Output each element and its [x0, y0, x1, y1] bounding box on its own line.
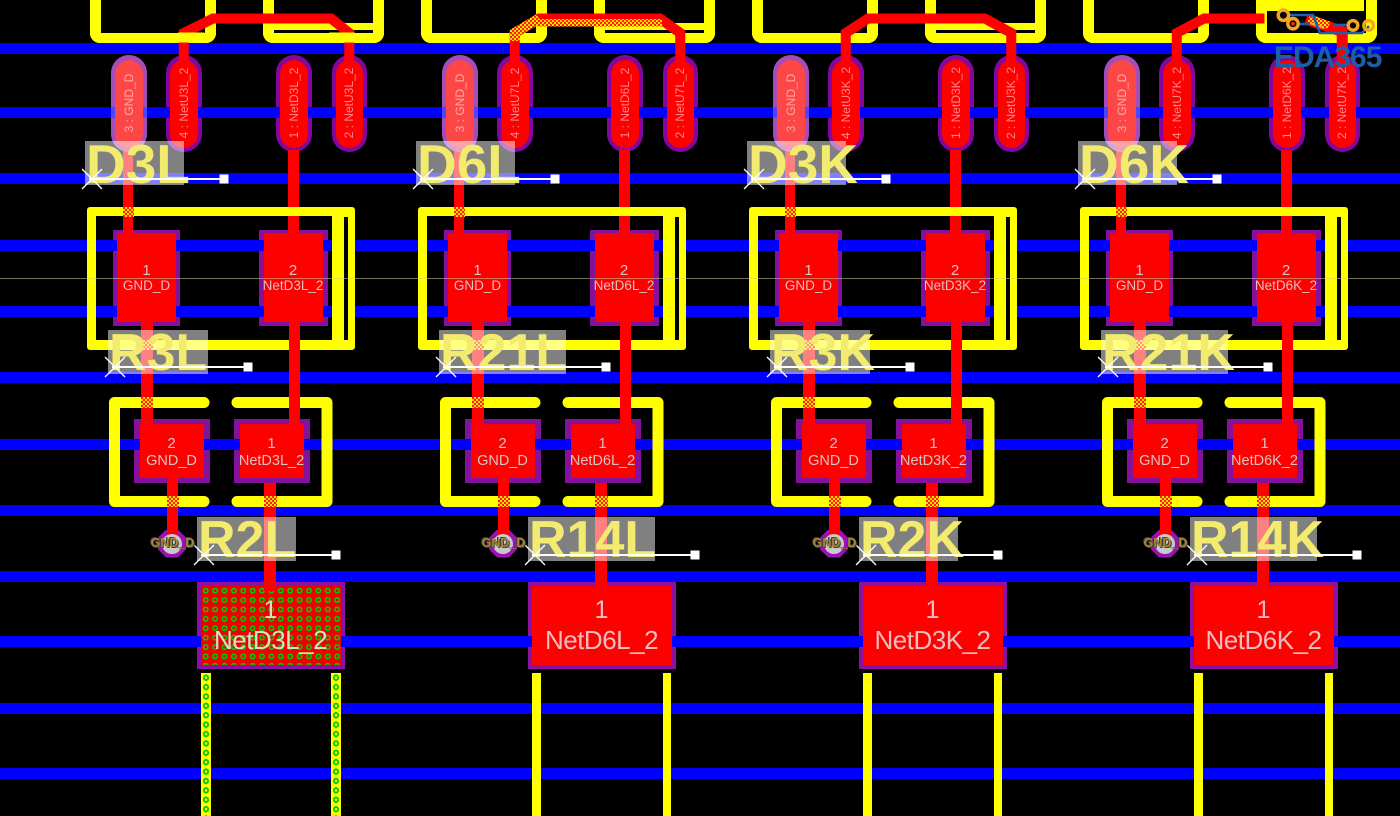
svg-text:EDA365: EDA365 — [1274, 41, 1382, 74]
